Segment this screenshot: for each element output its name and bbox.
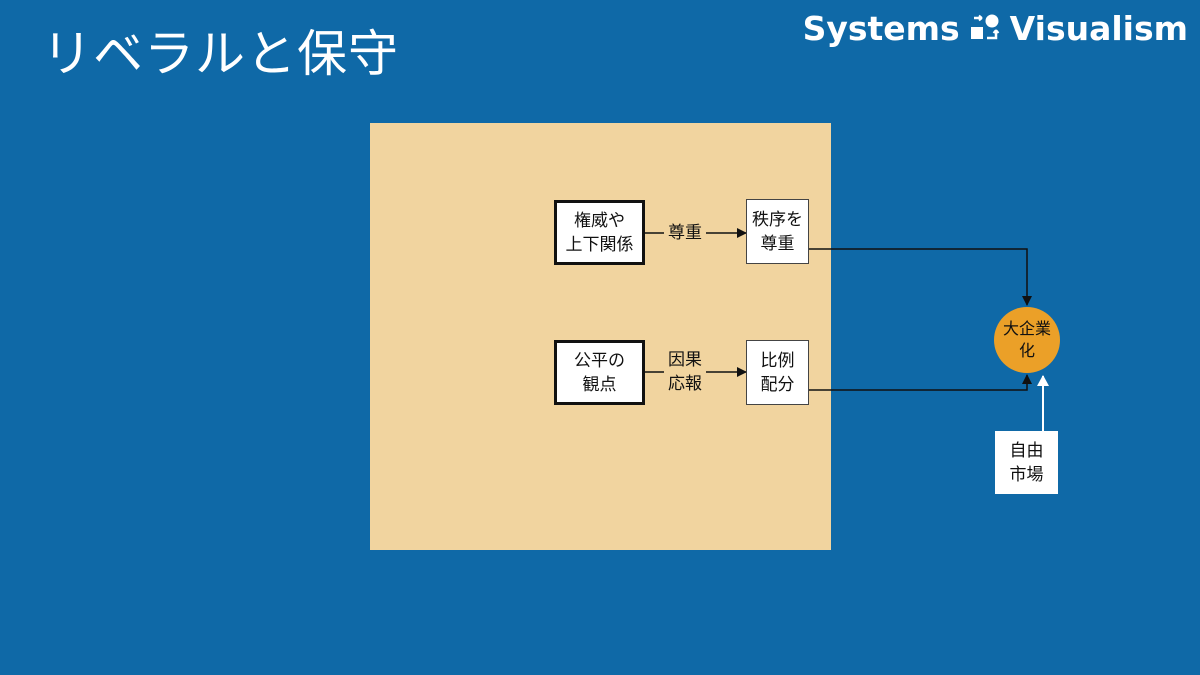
systems-visualism-logo-icon [970, 13, 1000, 43]
diagram-panel [370, 123, 831, 550]
node-authority-hierarchy: 権威や 上下関係 [554, 200, 645, 265]
edge-label-reciprocity: 因果 応報 [664, 348, 706, 396]
brand-name-right: Visualism [1009, 8, 1188, 48]
edge-label-respect: 尊重 [664, 221, 706, 245]
node-free-market: 自由 市場 [995, 431, 1058, 494]
node-fairness-viewpoint: 公平の 観点 [554, 340, 645, 405]
node-corporatization: 大企業 化 [994, 307, 1060, 373]
slide-title: リベラルと保守 [42, 25, 399, 83]
edge-order-to-corporatization [809, 248, 1032, 306]
node-respect-order: 秩序を 尊重 [746, 199, 809, 264]
node-proportional-distribution: 比例 配分 [746, 340, 809, 405]
edge-proportional-to-corporatization [809, 374, 1032, 391]
brand-logo: Systems Visualism [803, 8, 1188, 48]
brand-name-left: Systems [802, 8, 960, 48]
